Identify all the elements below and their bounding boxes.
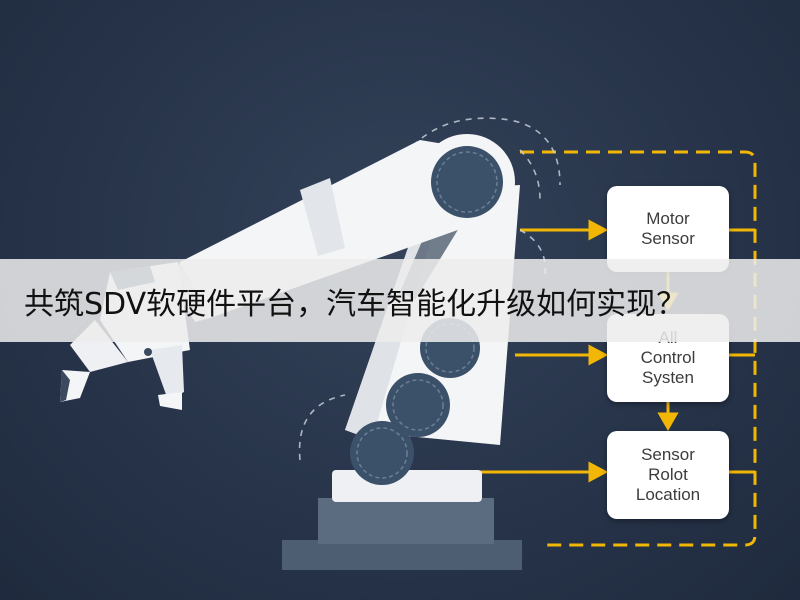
robot-joints: [350, 134, 515, 485]
motor-sensor-label: Motor Sensor: [641, 209, 695, 248]
headline-text: 共筑SDV软硬件平台，汽车智能化升级如何实现？: [24, 286, 687, 322]
signal-loop: [520, 150, 757, 547]
location-sensor-box: Sensor Rolot Location: [607, 431, 729, 519]
motor-sensor-box: Motor Sensor: [607, 186, 729, 272]
location-sensor-label: Sensor Rolot Location: [635, 445, 701, 504]
headline-banner: 共筑SDV软硬件平台，汽车智能化升级如何实现？: [0, 259, 800, 342]
control-system-label: All Control Systen: [640, 328, 696, 387]
robot-base: [282, 470, 522, 570]
